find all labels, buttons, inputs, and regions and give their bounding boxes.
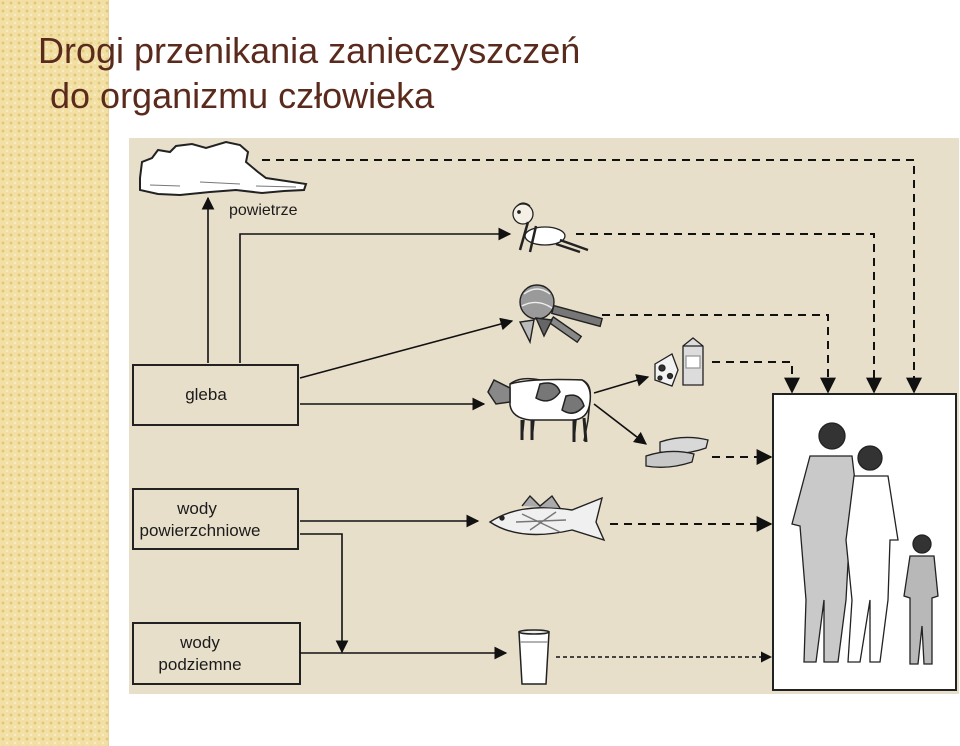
- milk-carton-icon: [682, 337, 704, 386]
- cheese-icon: [654, 353, 679, 387]
- arrow-cow-to-cheese: [593, 374, 650, 394]
- dashed-arrow-baby-to-humans: [576, 233, 882, 394]
- decorative-sidebar-strip: [0, 0, 109, 746]
- groundwater-box: [132, 622, 301, 685]
- groundwater-label-line-2: podziemne: [158, 655, 241, 674]
- arrow-surface-water-to-groundwater: [300, 533, 349, 654]
- arrow-cow-to-meat: [593, 403, 648, 445]
- arrow-soil-to-vegetables: [299, 317, 514, 379]
- dashed-arrow-vegetables-to-humans: [602, 314, 836, 394]
- dashed-arrow-cheese-to-humans: [712, 361, 800, 394]
- slide-title: Drogi przenikania zanieczyszczeń do orga…: [38, 28, 580, 118]
- cow-icon: [487, 377, 592, 443]
- cloud-icon: [139, 140, 308, 197]
- surface-water-label-line-2: powierzchniowe: [140, 521, 261, 540]
- arrow-soil-to-baby: [239, 227, 512, 363]
- fish-icon: [488, 494, 606, 542]
- vegetables-icon: [518, 284, 604, 345]
- meat-icon: [645, 436, 709, 468]
- surface-water-box: [132, 488, 299, 550]
- groundwater-label-line-1: wody: [179, 633, 220, 652]
- slide-title-line-2: do organizmu człowieka: [50, 75, 435, 116]
- dashed-arrow-air-to-humans: [262, 159, 922, 394]
- family-icon: [791, 422, 939, 665]
- air-label: powietrze: [229, 202, 298, 219]
- baby-icon: [512, 202, 589, 254]
- surface-water-label-line-1: wody: [176, 499, 217, 518]
- water-glass-icon: [518, 629, 550, 685]
- slide-title-line-1: Drogi przenikania zanieczyszczeń: [38, 30, 581, 71]
- soil-label: gleba: [185, 385, 227, 404]
- soil-box: [132, 364, 299, 426]
